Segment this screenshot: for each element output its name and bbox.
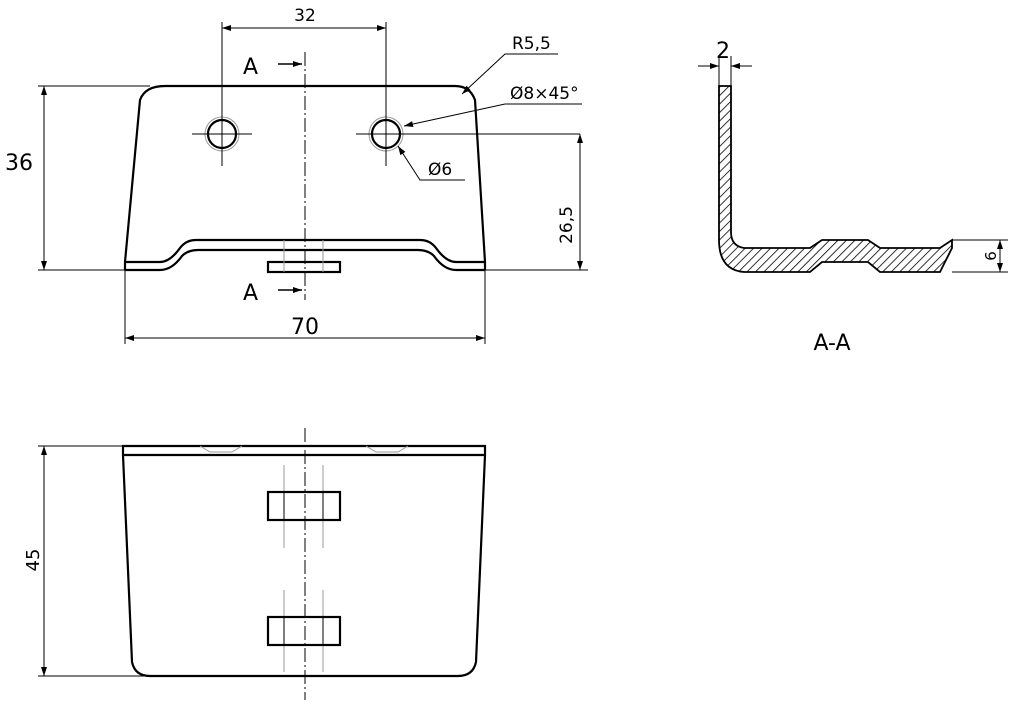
section-title: A-A xyxy=(813,331,850,356)
front-view-tab xyxy=(266,260,342,274)
dim-45-label: 45 xyxy=(23,549,44,572)
top-view-outline xyxy=(121,444,487,678)
dim-6-label: 6 xyxy=(982,251,1000,261)
dim-36-label: 36 xyxy=(5,151,33,176)
front-view-bend xyxy=(125,238,485,264)
hole-dia-label: Ø6 xyxy=(428,160,452,180)
dim-70-label: 70 xyxy=(291,315,319,340)
right-hole xyxy=(356,104,580,166)
front-view-outline xyxy=(123,84,487,270)
front-view: 32 36 26,5 70 R5,5 Ø8×45° Ø6 A A xyxy=(5,6,588,344)
top-view: 45 xyxy=(23,428,487,700)
section-marker-top: A xyxy=(243,55,258,80)
tab-upper xyxy=(266,465,342,548)
section-view: 2 6 A-A xyxy=(698,39,1008,356)
front-view-bottom xyxy=(125,248,485,272)
tab-lower xyxy=(266,590,342,672)
section-vertical-leg xyxy=(718,85,953,273)
chamfer-label: Ø8×45° xyxy=(510,84,579,104)
radius-label: R5,5 xyxy=(512,34,551,54)
dim-26-5-label: 26,5 xyxy=(557,206,577,244)
dim-2-label: 2 xyxy=(716,39,730,64)
section-marker-bottom: A xyxy=(243,281,258,306)
dim-32-label: 32 xyxy=(294,6,316,26)
